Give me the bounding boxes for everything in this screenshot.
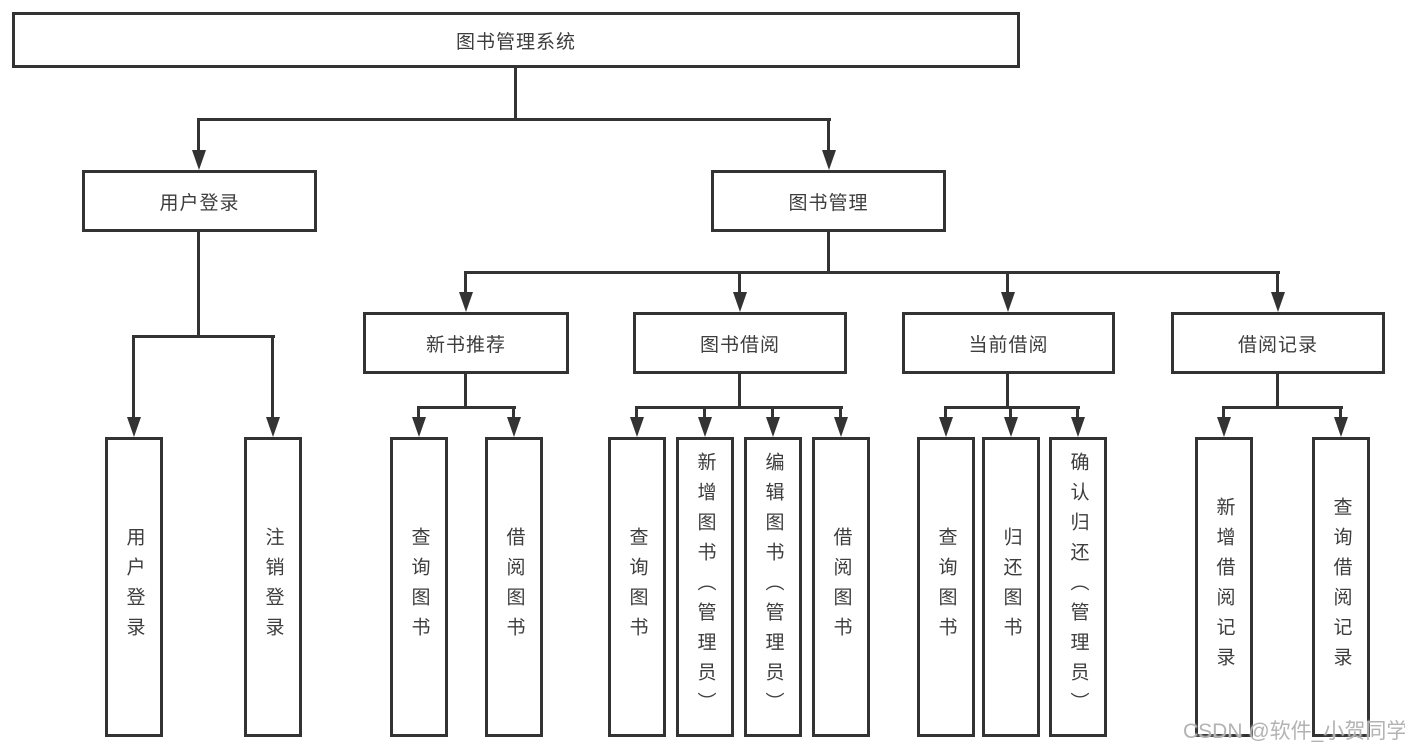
leaf-borrow-query-books: 查询图书 <box>608 437 666 737</box>
connector-line <box>1076 406 1079 417</box>
leaf-borrow-edit-books-admin-label: 编辑图书（管理员） <box>762 452 784 722</box>
connector-line <box>944 406 947 417</box>
arrow-down-icon <box>834 417 848 437</box>
arrow-down-icon <box>939 417 953 437</box>
leaf-borrow-query-books-label: 查询图书 <box>626 527 648 647</box>
node-user-login-label: 用户登录 <box>159 192 240 214</box>
arrow-down-icon <box>1334 417 1348 437</box>
connector-line <box>1222 406 1343 409</box>
connector-line <box>635 406 638 417</box>
leaf-recommend-borrow-books-label: 借阅图书 <box>503 527 525 647</box>
arrow-down-icon <box>459 292 473 312</box>
leaf-logout-label: 注销登录 <box>262 527 284 647</box>
connector-line <box>197 118 200 152</box>
arrow-down-icon <box>507 417 521 437</box>
node-root: 图书管理系统 <box>12 12 1020 68</box>
node-root-label: 图书管理系统 <box>455 31 576 53</box>
connector-line <box>1009 406 1012 417</box>
connector-line <box>1339 406 1342 417</box>
connector-line <box>417 406 420 417</box>
leaf-user-login: 用户登录 <box>105 437 163 737</box>
connector-line <box>514 68 517 118</box>
connector-line <box>512 406 515 417</box>
node-borrow-records-label: 借阅记录 <box>1237 334 1318 356</box>
leaf-current-confirm-return-admin: 确认归还（管理员） <box>1049 437 1107 737</box>
connector-line <box>703 406 706 417</box>
arrow-down-icon <box>1001 292 1015 312</box>
csdn-watermark: CSDN @软件_小贺同学 <box>1183 720 1405 743</box>
leaf-recommend-query-books: 查询图书 <box>390 437 448 737</box>
node-book-borrow-label: 图书借阅 <box>699 334 780 356</box>
connector-line <box>738 374 741 408</box>
arrow-down-icon <box>1004 417 1018 437</box>
arrow-down-icon <box>1217 417 1231 437</box>
connector-line <box>271 335 274 417</box>
leaf-borrow-add-books-admin: 新增图书（管理员） <box>676 437 734 737</box>
leaf-current-confirm-return-admin-label: 确认归还（管理员） <box>1067 452 1089 722</box>
connector-line <box>132 335 135 417</box>
connector-line <box>417 406 516 409</box>
arrow-down-icon <box>766 417 780 437</box>
leaf-recommend-borrow-books: 借阅图书 <box>485 437 543 737</box>
connector-line <box>635 406 843 409</box>
leaf-recommend-query-books-label: 查询图书 <box>408 527 430 647</box>
connector-line <box>464 271 467 292</box>
arrow-down-icon <box>192 150 206 170</box>
node-new-book-recommend: 新书推荐 <box>363 312 569 374</box>
connector-line <box>197 232 200 338</box>
arrow-down-icon <box>698 417 712 437</box>
leaf-borrow-edit-books-admin: 编辑图书（管理员） <box>744 437 802 737</box>
connector-line <box>1006 374 1009 408</box>
node-new-book-recommend-label: 新书推荐 <box>425 334 506 356</box>
leaf-records-add-record: 新增借阅记录 <box>1195 437 1253 737</box>
arrow-down-icon <box>733 292 747 312</box>
connector-line <box>197 118 831 121</box>
leaf-current-return-books: 归还图书 <box>982 437 1040 737</box>
connector-line <box>827 118 830 152</box>
leaf-current-query-books: 查询图书 <box>917 437 975 737</box>
connector-line <box>132 335 275 338</box>
connector-line <box>1006 271 1009 292</box>
arrow-down-icon <box>822 150 836 170</box>
node-current-borrow-label: 当前借阅 <box>968 334 1049 356</box>
arrow-down-icon <box>1271 292 1285 312</box>
node-book-management-label: 图书管理 <box>788 192 869 214</box>
arrow-down-icon <box>630 417 644 437</box>
connector-line <box>738 271 741 292</box>
leaf-borrow-add-books-admin-label: 新增图书（管理员） <box>694 452 716 722</box>
connector-line <box>1276 374 1279 408</box>
arrow-down-icon <box>1071 417 1085 437</box>
node-book-borrow: 图书借阅 <box>633 312 847 374</box>
leaf-current-query-books-label: 查询图书 <box>935 527 957 647</box>
arrow-down-icon <box>127 417 141 437</box>
connector-line <box>839 406 842 417</box>
connector-line <box>464 271 1280 274</box>
connector-line <box>827 232 830 274</box>
leaf-logout: 注销登录 <box>244 437 302 737</box>
leaf-records-query-record-label: 查询借阅记录 <box>1330 497 1352 677</box>
connector-line <box>464 374 467 408</box>
leaf-user-login-label: 用户登录 <box>123 527 145 647</box>
node-book-management: 图书管理 <box>711 170 946 232</box>
leaf-current-return-books-label: 归还图书 <box>1000 527 1022 647</box>
connector-line <box>771 406 774 417</box>
leaf-records-add-record-label: 新增借阅记录 <box>1213 497 1235 677</box>
node-borrow-records: 借阅记录 <box>1171 312 1385 374</box>
node-current-borrow: 当前借阅 <box>902 312 1115 374</box>
connector-line <box>944 406 1080 409</box>
node-user-login: 用户登录 <box>82 170 317 232</box>
connector-line <box>1276 271 1279 292</box>
arrow-down-icon <box>266 417 280 437</box>
leaf-borrow-borrow-books-label: 借阅图书 <box>830 527 852 647</box>
leaf-records-query-record: 查询借阅记录 <box>1312 437 1370 737</box>
leaf-borrow-borrow-books: 借阅图书 <box>812 437 870 737</box>
connector-line <box>1222 406 1225 417</box>
arrow-down-icon <box>412 417 426 437</box>
